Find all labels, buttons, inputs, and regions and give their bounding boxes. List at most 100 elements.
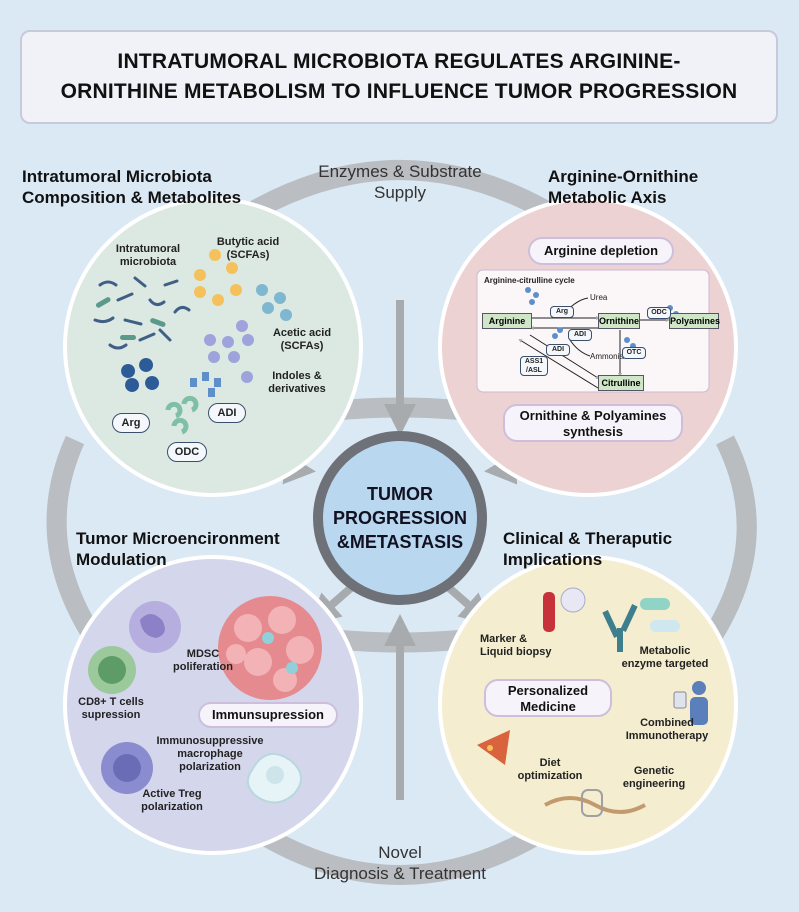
section-title-microbiota-line-2: Composition & Metabolites: [22, 188, 242, 207]
center-line-1: TUMOR: [367, 484, 433, 504]
label-treg: Active Treg polarization: [132, 788, 212, 814]
tag-odc: ODC: [167, 442, 207, 462]
node-citrulline: Citrulline: [598, 375, 644, 391]
node-polyamines: Polyamines: [669, 313, 720, 329]
pill-capsule-icon: [640, 598, 680, 632]
section-title-metabolic: Arginine-Ornithine Metabolic Axis: [548, 166, 698, 208]
pill-immunsupression: Immunsupression: [198, 702, 338, 728]
title-banner: INTRATUMORAL MICROBIOTA REGULATES ARGINI…: [20, 30, 778, 124]
blood-tube-icon: [543, 592, 555, 632]
iv-bag-icon: [673, 691, 687, 709]
tag-cycle-adi-2: ADI: [546, 344, 570, 356]
label-mdsc: MDSC poliferation: [168, 648, 238, 674]
label-indoles-line-2: derivatives: [268, 383, 326, 395]
green-bacteria-icon: [95, 297, 166, 340]
label-genetic: Genetic engineering: [614, 765, 694, 791]
section-title-tme-line-1: Tumor Microencironment: [76, 529, 280, 548]
label-combined-immunotherapy: Combined Immunotherapy: [612, 717, 722, 743]
pill-personalized-line-2: Medicine: [520, 699, 576, 714]
label-mdsc-line-2: poliferation: [173, 661, 233, 673]
tag-cycle-odc: ODC: [647, 307, 671, 319]
label-cd8: CD8+ T cells supression: [66, 696, 156, 722]
mdsc-nucleus-icon: [140, 614, 165, 638]
pill-synthesis-line-2: synthesis: [563, 424, 623, 439]
arc-label-top: Enzymes & Substrate Supply: [290, 161, 510, 203]
antibody-icon: [602, 604, 638, 652]
pill-ornithine-synthesis: Ornithine & Polyamines synthesis: [503, 404, 683, 442]
label-combined-line-2: Immunotherapy: [625, 730, 709, 742]
label-cd8-line-2: supression: [81, 709, 141, 721]
label-macrophage: Immunosuppressive macrophage polarizatio…: [150, 735, 270, 774]
label-treg-line-2: polarization: [141, 801, 203, 813]
label-marker-line-1: Marker &: [480, 633, 528, 645]
section-title-metabolic-line-2: Metabolic Axis: [548, 188, 667, 207]
label-genetic-line-2: engineering: [622, 778, 686, 790]
adi-enzyme-icon: [190, 372, 221, 397]
tag-cycle-ass1: ASS1 /ASL: [520, 356, 548, 376]
label-genetic-line-1: Genetic: [633, 765, 675, 777]
odc-enzyme-icon: [165, 395, 199, 435]
macrophage-nucleus-icon: [266, 766, 284, 784]
label-intratumoral-line-1: Intratumoral: [115, 243, 181, 255]
node-ornithine: Ornithine: [598, 313, 640, 329]
label-mdsc-line-1: MDSC: [186, 648, 220, 660]
tag-arg: Arg: [112, 413, 150, 433]
acetic-acid-icon: [256, 284, 292, 321]
section-title-metabolic-line-1: Arginine-Ornithine: [548, 167, 699, 186]
tag-ass1-line-1: ASS1: [524, 358, 544, 365]
tag-adi: ADI: [208, 403, 246, 423]
pill-personalized-line-1: Personalized: [507, 683, 589, 698]
label-metabolic-line-2: enzyme targeted: [621, 658, 709, 670]
label-combined-line-1: Combined: [640, 717, 694, 729]
tag-cycle-adi-1: ADI: [568, 329, 592, 341]
center-line-2: PROGRESSION: [332, 508, 468, 528]
label-ammonia: Ammonia: [590, 352, 624, 361]
section-title-tme-line-2: Modulation: [76, 550, 167, 569]
crispr-tool-icon: [581, 789, 603, 817]
cycle-title: Arginine-citrulline cycle: [484, 276, 575, 285]
label-macro-line-1: Immunosuppressive: [156, 735, 264, 747]
bacteria-cluster-icon: [93, 276, 191, 350]
node-arginine: Arginine: [482, 313, 532, 329]
tag-cycle-otc: OTC: [622, 347, 646, 359]
pill-personalized-medicine: Personalized Medicine: [484, 679, 612, 717]
arc-label-top-line-1: Enzymes & Substrate: [318, 162, 482, 181]
arc-label-bottom-line-2: Diagnosis & Treatment: [314, 864, 486, 883]
label-metabolic-line-1: Metabolic: [639, 645, 691, 657]
arc-label-top-line-2: Supply: [374, 183, 426, 202]
pizza-topping-icon: [487, 745, 493, 751]
tag-ass1-line-2: /ASL: [526, 367, 542, 374]
section-title-microbiota-line-1: Intratumoral Microbiota: [22, 167, 212, 186]
label-butytic-acid: Butytic acid (SCFAs): [208, 236, 288, 262]
section-title-clinical: Clinical & Theraputic Implications: [503, 528, 672, 570]
pill-arginine-depletion: Arginine depletion: [528, 237, 674, 265]
arc-label-bottom: Novel Diagnosis & Treatment: [290, 842, 510, 884]
label-marker-biopsy: Marker & Liquid biopsy: [480, 633, 570, 659]
label-intratumoral-microbiota: Intratumoral microbiota: [108, 243, 188, 269]
patient-icon: [690, 681, 708, 725]
title-line-2: ORNITHINE METABOLISM TO INFLUENCE TUMOR …: [60, 80, 738, 103]
label-intratumoral-line-2: microbiota: [119, 256, 177, 268]
label-butytic-line-2: (SCFAs): [226, 249, 270, 261]
tag-cycle-arg: Arg: [550, 306, 574, 318]
section-title-clinical-line-1: Clinical & Theraputic: [503, 529, 673, 548]
treg-nucleus-icon: [113, 754, 141, 782]
label-acetic-line-1: Acetic acid: [272, 327, 332, 339]
label-acetic-line-2: (SCFAs): [280, 340, 324, 352]
butytic-acid-icon: [194, 249, 242, 306]
label-butytic-line-1: Butytic acid: [216, 236, 280, 248]
arg-enzyme-icon: [121, 358, 160, 392]
label-indoles-line-1: Indoles &: [272, 370, 322, 382]
label-metabolic-enzyme: Metabolic enzyme targeted: [610, 645, 720, 671]
label-urea: Urea: [590, 293, 608, 302]
label-cd8-line-1: CD8+ T cells: [78, 696, 144, 708]
center-circle: [313, 431, 487, 605]
cd8-nucleus-icon: [98, 656, 126, 684]
label-diet-line-2: optimization: [517, 770, 583, 782]
pizza-icon: [477, 730, 510, 765]
label-indoles: Indoles & derivatives: [252, 370, 342, 396]
label-treg-line-1: Active Treg: [142, 788, 202, 800]
center-label: TUMOR PROGRESSION &METASTASIS: [320, 482, 480, 554]
petri-dish-icon: [560, 587, 586, 613]
title-line-1: INTRATUMORAL MICROBIOTA REGULATES ARGINI…: [117, 50, 681, 73]
